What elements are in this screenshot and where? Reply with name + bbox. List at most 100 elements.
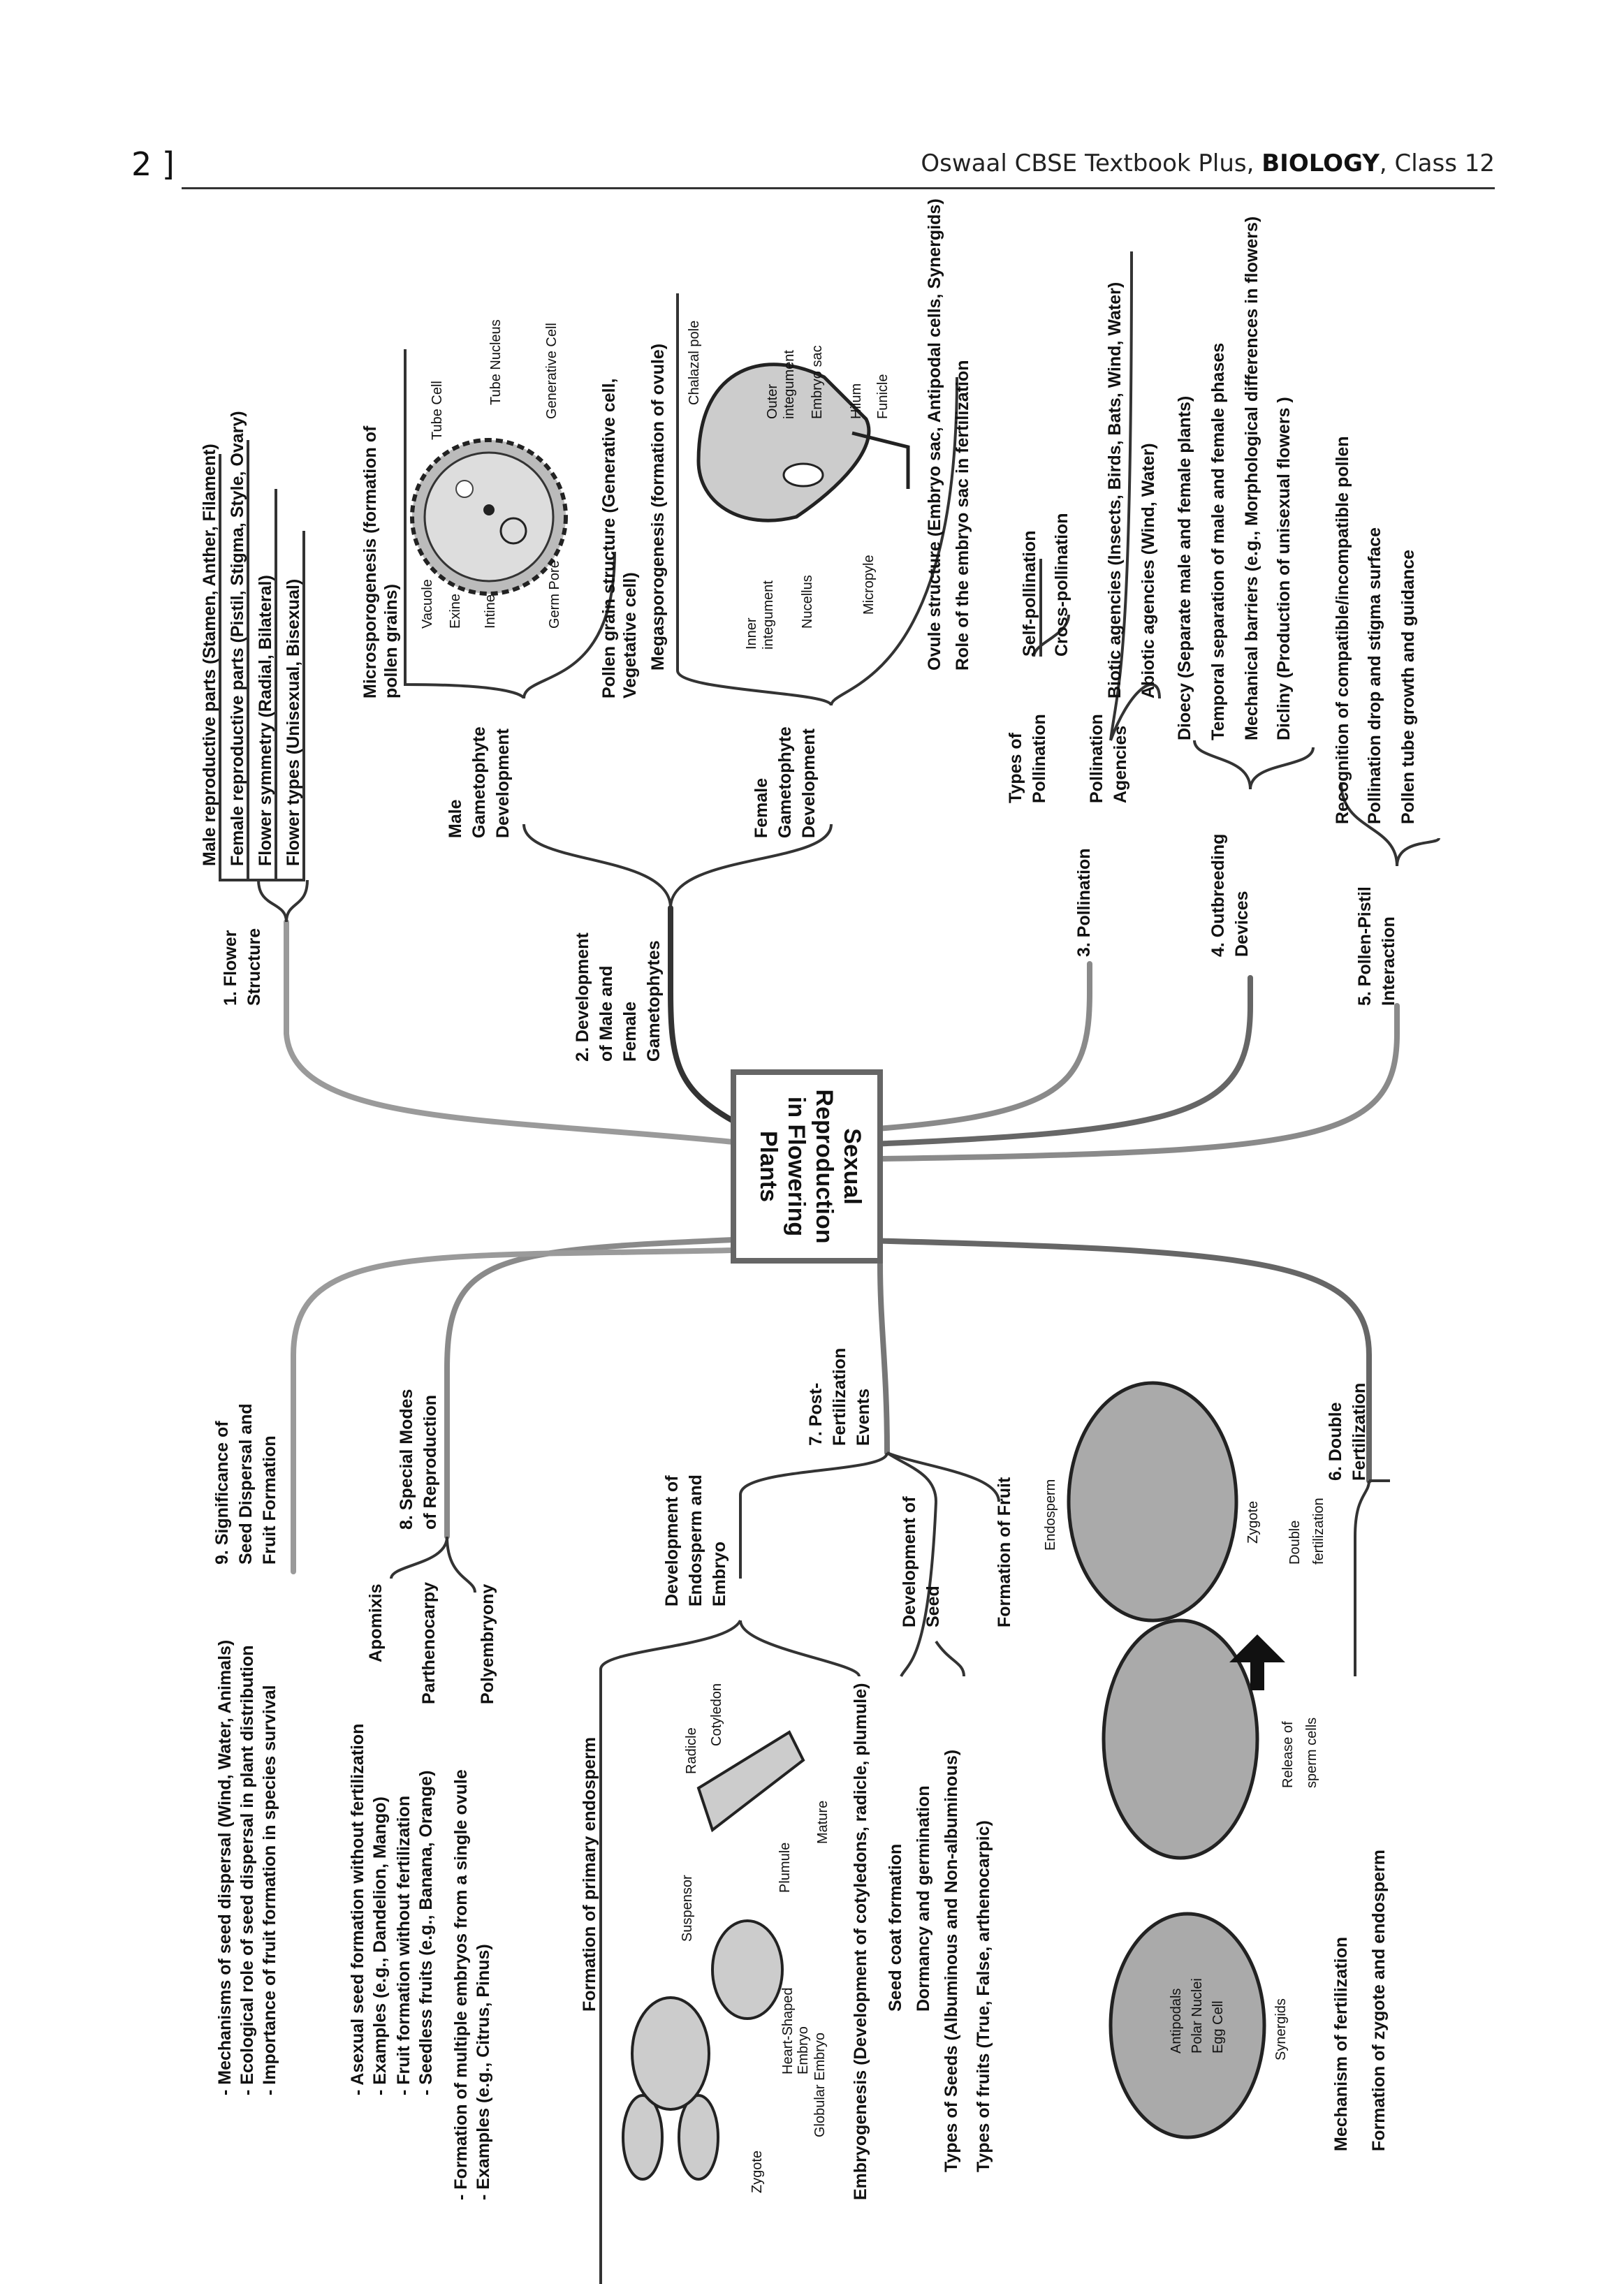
header-rule — [182, 187, 1495, 189]
ovule-label-funicle: Funicle — [875, 374, 891, 419]
book-title-suffix: , Class 12 — [1379, 149, 1495, 177]
embryo-label-radicle: Radicle — [684, 1727, 699, 1774]
label-double-1: Double — [1287, 1521, 1303, 1565]
bracket-male — [404, 349, 616, 699]
pollen-label-exine: Exine — [448, 594, 463, 629]
male-title-2: Gametophyte — [469, 726, 489, 838]
label-synergids: Synergids — [1273, 1998, 1289, 2060]
bracket-flower — [257, 879, 309, 923]
pollen-inner — [423, 451, 555, 583]
label-egg-cell: Egg Cell — [1210, 2000, 1226, 2054]
bracket-post-fert — [739, 1451, 1000, 1579]
pollination-title: 3. Pollination — [1074, 848, 1094, 957]
gametophyte-title-1: 2. Development — [573, 932, 592, 1062]
embryo-sac-role: Role of the embryo sac in fertilization — [953, 360, 972, 671]
pollen-structure-1: Pollen grain structure (Generative cell, — [599, 379, 619, 698]
post-fert-title-1: 7. Post- — [806, 1383, 826, 1446]
generative-cell — [499, 517, 527, 545]
bracket-pollination-agencies — [1109, 251, 1161, 741]
vacuole — [455, 480, 474, 498]
seed-title-2: Seed — [923, 1586, 943, 1627]
pollen-label-tube-cell: Tube Cell — [430, 381, 445, 440]
seed-title-1: Development of — [900, 1496, 919, 1627]
agencies-title-1: Pollination — [1087, 714, 1106, 803]
male-title-3: Development — [493, 728, 513, 838]
ovule-before-fert — [1109, 1912, 1266, 2139]
connector-8 — [444, 1237, 736, 1539]
embryo-label-heart-1: Heart-Shaped — [780, 1987, 796, 2074]
ovule-label-chalazal-pole: Chalazal pole — [687, 321, 702, 405]
label-release-1: Release of — [1280, 1721, 1296, 1788]
outbreeding-item: Dicliny (Production of unisexual flowers… — [1274, 397, 1294, 740]
parthenocarpy-title: Parthenocarpy — [419, 1582, 439, 1704]
pollen-label-germ-pore: Germ Pore — [547, 560, 562, 629]
label-zygote: Zygote — [1245, 1501, 1261, 1544]
post-fert-title-2: Fertilization — [830, 1348, 849, 1446]
central-topic-box — [731, 1069, 883, 1264]
ovule-label-outer-2: integument — [782, 350, 797, 419]
flower-item: Flower symmetry (Radial, Bilateral) — [256, 575, 275, 866]
flower-item: Female reproductive parts (Pistil, Stigm… — [228, 411, 247, 866]
ovule-structure: Ovule structure (Embryo sac, Antipodal c… — [925, 198, 944, 671]
pollen-label-vacuole: Vacuole — [420, 579, 435, 629]
endosperm-embryo-title-2: Endosperm and — [686, 1474, 705, 1606]
ovule-outer — [696, 363, 871, 522]
book-title-prefix: Oswaal CBSE Textbook Plus, — [921, 149, 1254, 177]
connector-1 — [284, 919, 736, 1145]
endosperm-embryo-title-1: Development of — [662, 1475, 682, 1606]
embryo-label-plumule: Plumule — [777, 1843, 793, 1893]
significance-item: - Ecological role of seed dispersal in p… — [237, 1645, 257, 2095]
polyembryony-title: Polyembryony — [478, 1584, 497, 1704]
outbreeding-item: Temporal separation of male and female p… — [1208, 343, 1228, 740]
central-line-2: Reproduction — [811, 1090, 837, 1244]
pollen-pistil-title-1: 5. Pollen-Pistil — [1355, 886, 1375, 1006]
microsporogenesis-2: pollen grains) — [381, 584, 401, 698]
primary-endosperm: Formation of primary endosperm — [580, 1737, 599, 2012]
book-title-subject: BIOLOGY — [1261, 149, 1380, 177]
ovule-release — [1102, 1618, 1259, 1860]
ovule-label-embryo-sac: Embryo sac — [810, 345, 825, 419]
pollination-agency: Abiotic agencies (Wind, Water) — [1139, 443, 1158, 698]
flower-item: Flower types (Unisexual, Bisexual) — [284, 579, 303, 866]
pollen-label-intine: Intine — [483, 594, 498, 629]
ovule-label-nucellus: Nucellus — [800, 575, 815, 629]
ovule-label-inner-1: Inner — [744, 617, 759, 650]
ovule-label-inner-2: integument — [761, 580, 776, 650]
seed-item: Types of Seeds (Albuminous and Non-album… — [942, 1750, 961, 2172]
significance-title-2: Seed Dispersal and — [236, 1403, 256, 1565]
label-double-2: fertilization — [1311, 1498, 1326, 1565]
tube-nucleus — [483, 504, 495, 515]
ovule-double-fert — [1067, 1381, 1238, 1623]
seed-item: Seed coat formation — [886, 1844, 905, 2012]
special-title-1: 8. Special Modes — [397, 1389, 416, 1530]
label-release-2: sperm cells — [1304, 1718, 1319, 1788]
pollen-pistil-item: Pollen tube growth and guidance — [1398, 550, 1418, 824]
female-title-2: Gametophyte — [775, 726, 795, 838]
double-fert-title-2: Fertilization — [1349, 1383, 1369, 1481]
bracket-female — [676, 293, 958, 707]
label-polar-nuclei: Polar Nuclei — [1190, 1978, 1205, 2054]
connector-3 — [835, 961, 1092, 1134]
bracket-outbreeding — [1193, 740, 1315, 790]
connector-6 — [835, 1237, 1372, 1484]
parthenocarpy-line: - Fruit formation without fertilization — [394, 1796, 414, 2095]
bracket-double-fert — [1354, 1479, 1390, 1676]
embryo-label-heart-2: Embryo — [796, 2026, 811, 2074]
pollination-types-title-1: Types of — [1006, 732, 1025, 803]
ovule-embryo-sac — [782, 462, 824, 488]
zygote-shape — [622, 2094, 664, 2181]
gametophyte-title-4: Gametophytes — [644, 940, 664, 1062]
connector-7 — [877, 1261, 890, 1456]
pollen-label-tube-nucleus: Tube Nucleus — [488, 319, 504, 405]
ovule-label-outer-1: Outer — [765, 384, 780, 419]
pollen-label-generative-cell: Generative Cell — [544, 323, 559, 419]
label-antipodals: Antipodals — [1169, 1989, 1184, 2054]
outbreeding-item: Mechanical barriers (e.g., Morphological… — [1242, 217, 1261, 740]
male-title-1: Male — [446, 799, 465, 838]
connector-5 — [835, 1003, 1400, 1162]
book-title: Oswaal CBSE Textbook Plus, BIOLOGY, Clas… — [921, 149, 1495, 177]
apomixis-title: Apomixis — [366, 1583, 386, 1662]
female-title-3: Development — [799, 728, 819, 838]
central-line-4: Plants — [755, 1131, 782, 1202]
gametophyte-title-3: Female — [620, 1002, 640, 1062]
